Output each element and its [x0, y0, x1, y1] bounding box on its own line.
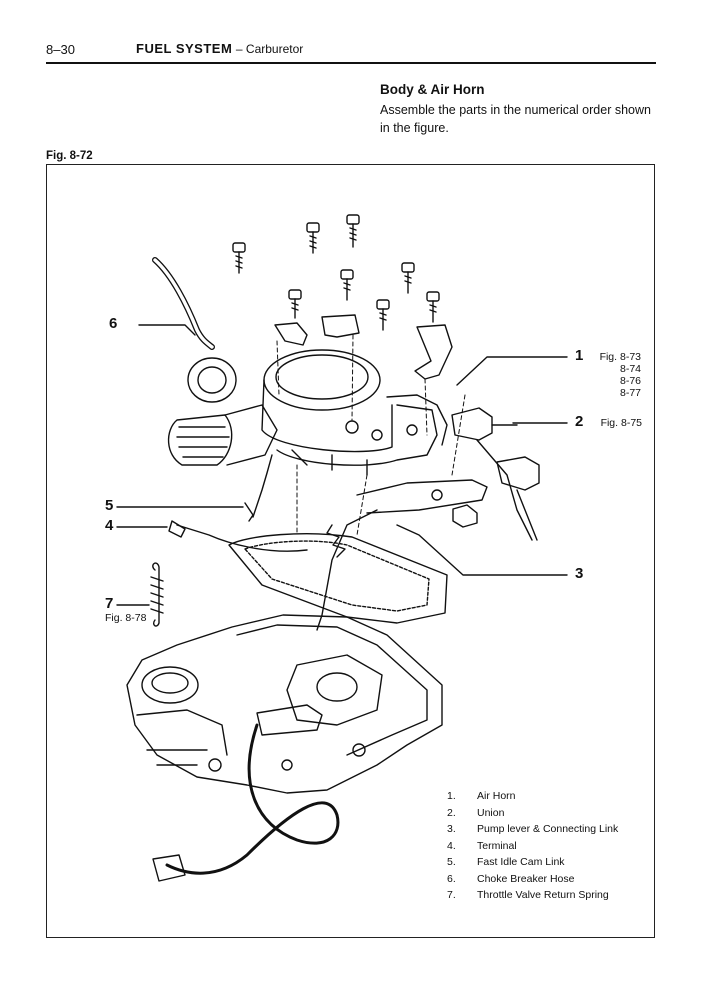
union	[451, 407, 540, 541]
legend-label: Terminal	[477, 839, 517, 852]
pump-lever	[316, 479, 488, 631]
legend-label: Throttle Valve Return Spring	[477, 889, 609, 901]
legend-num: 1.	[447, 790, 456, 802]
parts-legend: 1. Air Horn 2. Union 3. Pump lever & Connec…	[447, 790, 618, 906]
figure-box: 6 1 Fig. 8-73 8-74 8-76 8-77 2 Fig. 8-75…	[46, 164, 655, 938]
chapter-title-sub: – Carburetor	[235, 42, 304, 56]
legend-item: 2. Union	[447, 807, 618, 824]
section-text: Assemble the parts in the numerical orde…	[380, 103, 651, 135]
air-horn	[261, 349, 448, 476]
legend-item: 6. Choke Breaker Hose	[447, 873, 618, 890]
carburetor-body	[126, 614, 443, 794]
legend-label: Air Horn	[477, 790, 516, 802]
callout-2-ref: Fig. 8-75	[600, 417, 642, 429]
legend-num: 7.	[447, 889, 456, 901]
legend-item: 5. Fast Idle Cam Link	[447, 856, 618, 873]
callout-6: 6	[109, 315, 118, 332]
callout-3: 3	[575, 565, 584, 582]
figure-label: Fig. 8-72	[46, 150, 93, 162]
page-header: 8–30 FUEL SYSTEM – Carburetor	[46, 41, 656, 62]
callout-1-ref: Fig. 8-73 8-74 8-76 8-77	[599, 351, 641, 399]
screws	[232, 214, 440, 331]
legend-label: Choke Breaker Hose	[477, 872, 575, 885]
choke-housing	[167, 357, 278, 466]
legend-num: 2.	[447, 806, 456, 819]
page-number: 8–30	[46, 42, 75, 57]
section-block: Body & Air Horn Assemble the parts in th…	[380, 82, 670, 137]
legend-label: Fast Idle Cam Link	[477, 856, 565, 868]
legend-num: 6.	[447, 872, 456, 885]
callout-1: 1	[575, 347, 584, 364]
callout-2: 2	[575, 413, 584, 430]
header-rule	[46, 62, 656, 64]
chapter-title: FUEL SYSTEM – Carburetor	[136, 41, 303, 56]
legend-num: 4.	[447, 839, 456, 852]
legend-item: 7. Throttle Valve Return Spring	[447, 889, 618, 906]
legend-label: Pump lever & Connecting Link	[477, 823, 619, 835]
legend-item: 4. Terminal	[447, 840, 618, 857]
callout-7: 7	[105, 595, 114, 612]
legend-num: 5.	[447, 856, 456, 868]
legend-item: 3. Pump lever & Connecting Link	[447, 823, 618, 840]
legend-item: 1. Air Horn	[447, 790, 618, 807]
section-heading: Body & Air Horn	[380, 82, 485, 97]
legend-num: 3.	[447, 823, 456, 835]
callout-4: 4	[105, 517, 114, 534]
legend-label: Union	[477, 806, 505, 819]
gasket	[228, 533, 448, 624]
callout-7-ref: Fig. 8-78	[105, 612, 147, 624]
callout-5: 5	[105, 497, 114, 514]
carburetor-illustration	[116, 214, 568, 882]
chapter-title-main: FUEL SYSTEM	[136, 41, 233, 56]
